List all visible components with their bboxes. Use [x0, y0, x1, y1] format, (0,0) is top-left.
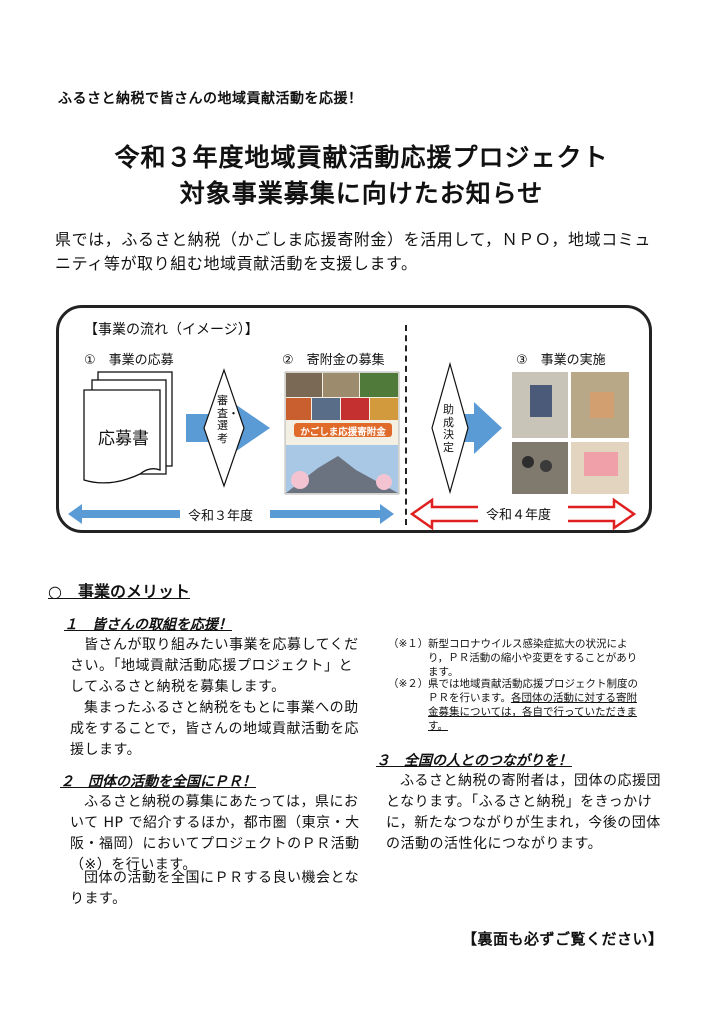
- note2-text-plain: 県では地域貢献活動応援プロジェクト制度のＰＲを行います。: [428, 678, 638, 704]
- note2-mark: （※２）: [388, 678, 429, 690]
- section1-paragraph1: 皆さんが取り組みたい事業を応募してください。「地域貢献活動応援プロジェクト」とし…: [70, 637, 359, 695]
- section2-paragraph2: 団体の活動を全国にＰＲする良い機会となります。: [70, 870, 360, 907]
- note2-text-underlined: 各団体の活動に対する寄附金募集については，各自で行っていただきます。: [428, 692, 637, 732]
- step-donation-label: ② 寄附金の募集: [282, 353, 385, 368]
- note1-text: 新型コロナウイルス感染症拡大の状況により，ＰＲ活動の縮小や変更をすることがありま…: [428, 638, 638, 678]
- section2-heading: ２ 団体の活動を全国にＰＲ！: [60, 774, 256, 790]
- section1-heading: １ 皆さんの取組を応援！: [64, 617, 232, 633]
- year4-label: 令和４年度: [486, 508, 552, 523]
- section3-heading: ３ 全国の人とのつながりを！: [376, 753, 572, 769]
- page-subtitle: 対象事業募集に向けたお知らせ: [179, 179, 544, 208]
- activity-photos-image: [512, 372, 629, 494]
- merit-heading: ○ 事業のメリット: [48, 582, 190, 601]
- step-application-label: ① 事業の応募: [84, 353, 174, 368]
- screening-label: 審査・選考: [217, 394, 239, 445]
- page-title: 令和３年度地域貢献活動応援プロジェクト: [114, 143, 609, 172]
- note1-mark: （※１）: [388, 638, 429, 650]
- footer-note: 【裏面も必ずご覧ください】: [462, 930, 664, 948]
- fiscal-year-divider: [405, 325, 407, 525]
- tagline: ふるさと納税で皆さんの地域貢献活動を応援！: [58, 91, 363, 107]
- application-document-icon: [83, 371, 173, 484]
- intro-paragraph: 県では，ふるさと納税（かごしま応援寄附金）を活用して，ＮＰＯ，地域コミュニティ等…: [55, 230, 652, 273]
- donation-poster-image: [284, 371, 400, 495]
- screening-diamond: [203, 368, 245, 488]
- decision-label: 助成決定: [443, 403, 454, 454]
- step-implementation-label: ③ 事業の実施: [516, 353, 606, 368]
- section3-paragraph: ふるさと納税の寄附者は，団体の応援団となります。「ふるさと納税」をきっかけに，新…: [386, 773, 661, 852]
- application-document-label: 応募書: [98, 429, 149, 449]
- section1-paragraph2: 集まったふるさと納税をもとに事業への助成をすることで，皆さんの地域貢献活動を応援…: [70, 700, 360, 758]
- year3-label: 令和３年度: [188, 509, 254, 524]
- note2-text: 県では地域貢献活動応援プロジェクト制度のＰＲを行います。各団体の活動に対する寄附…: [428, 677, 638, 733]
- flow-diagram-frame: [56, 305, 652, 533]
- flow-title: 【事業の流れ（イメージ）】: [84, 322, 259, 338]
- section2-paragraph1: ふるさと納税の募集にあたっては，県において HP で紹介するほか，都市圏（東京・…: [70, 794, 360, 873]
- year4-range-arrow: [409, 497, 637, 531]
- poster-title: かごしま応援寄附金: [300, 427, 386, 438]
- year3-range-arrow: [68, 504, 394, 524]
- decision-diamond: [431, 361, 469, 495]
